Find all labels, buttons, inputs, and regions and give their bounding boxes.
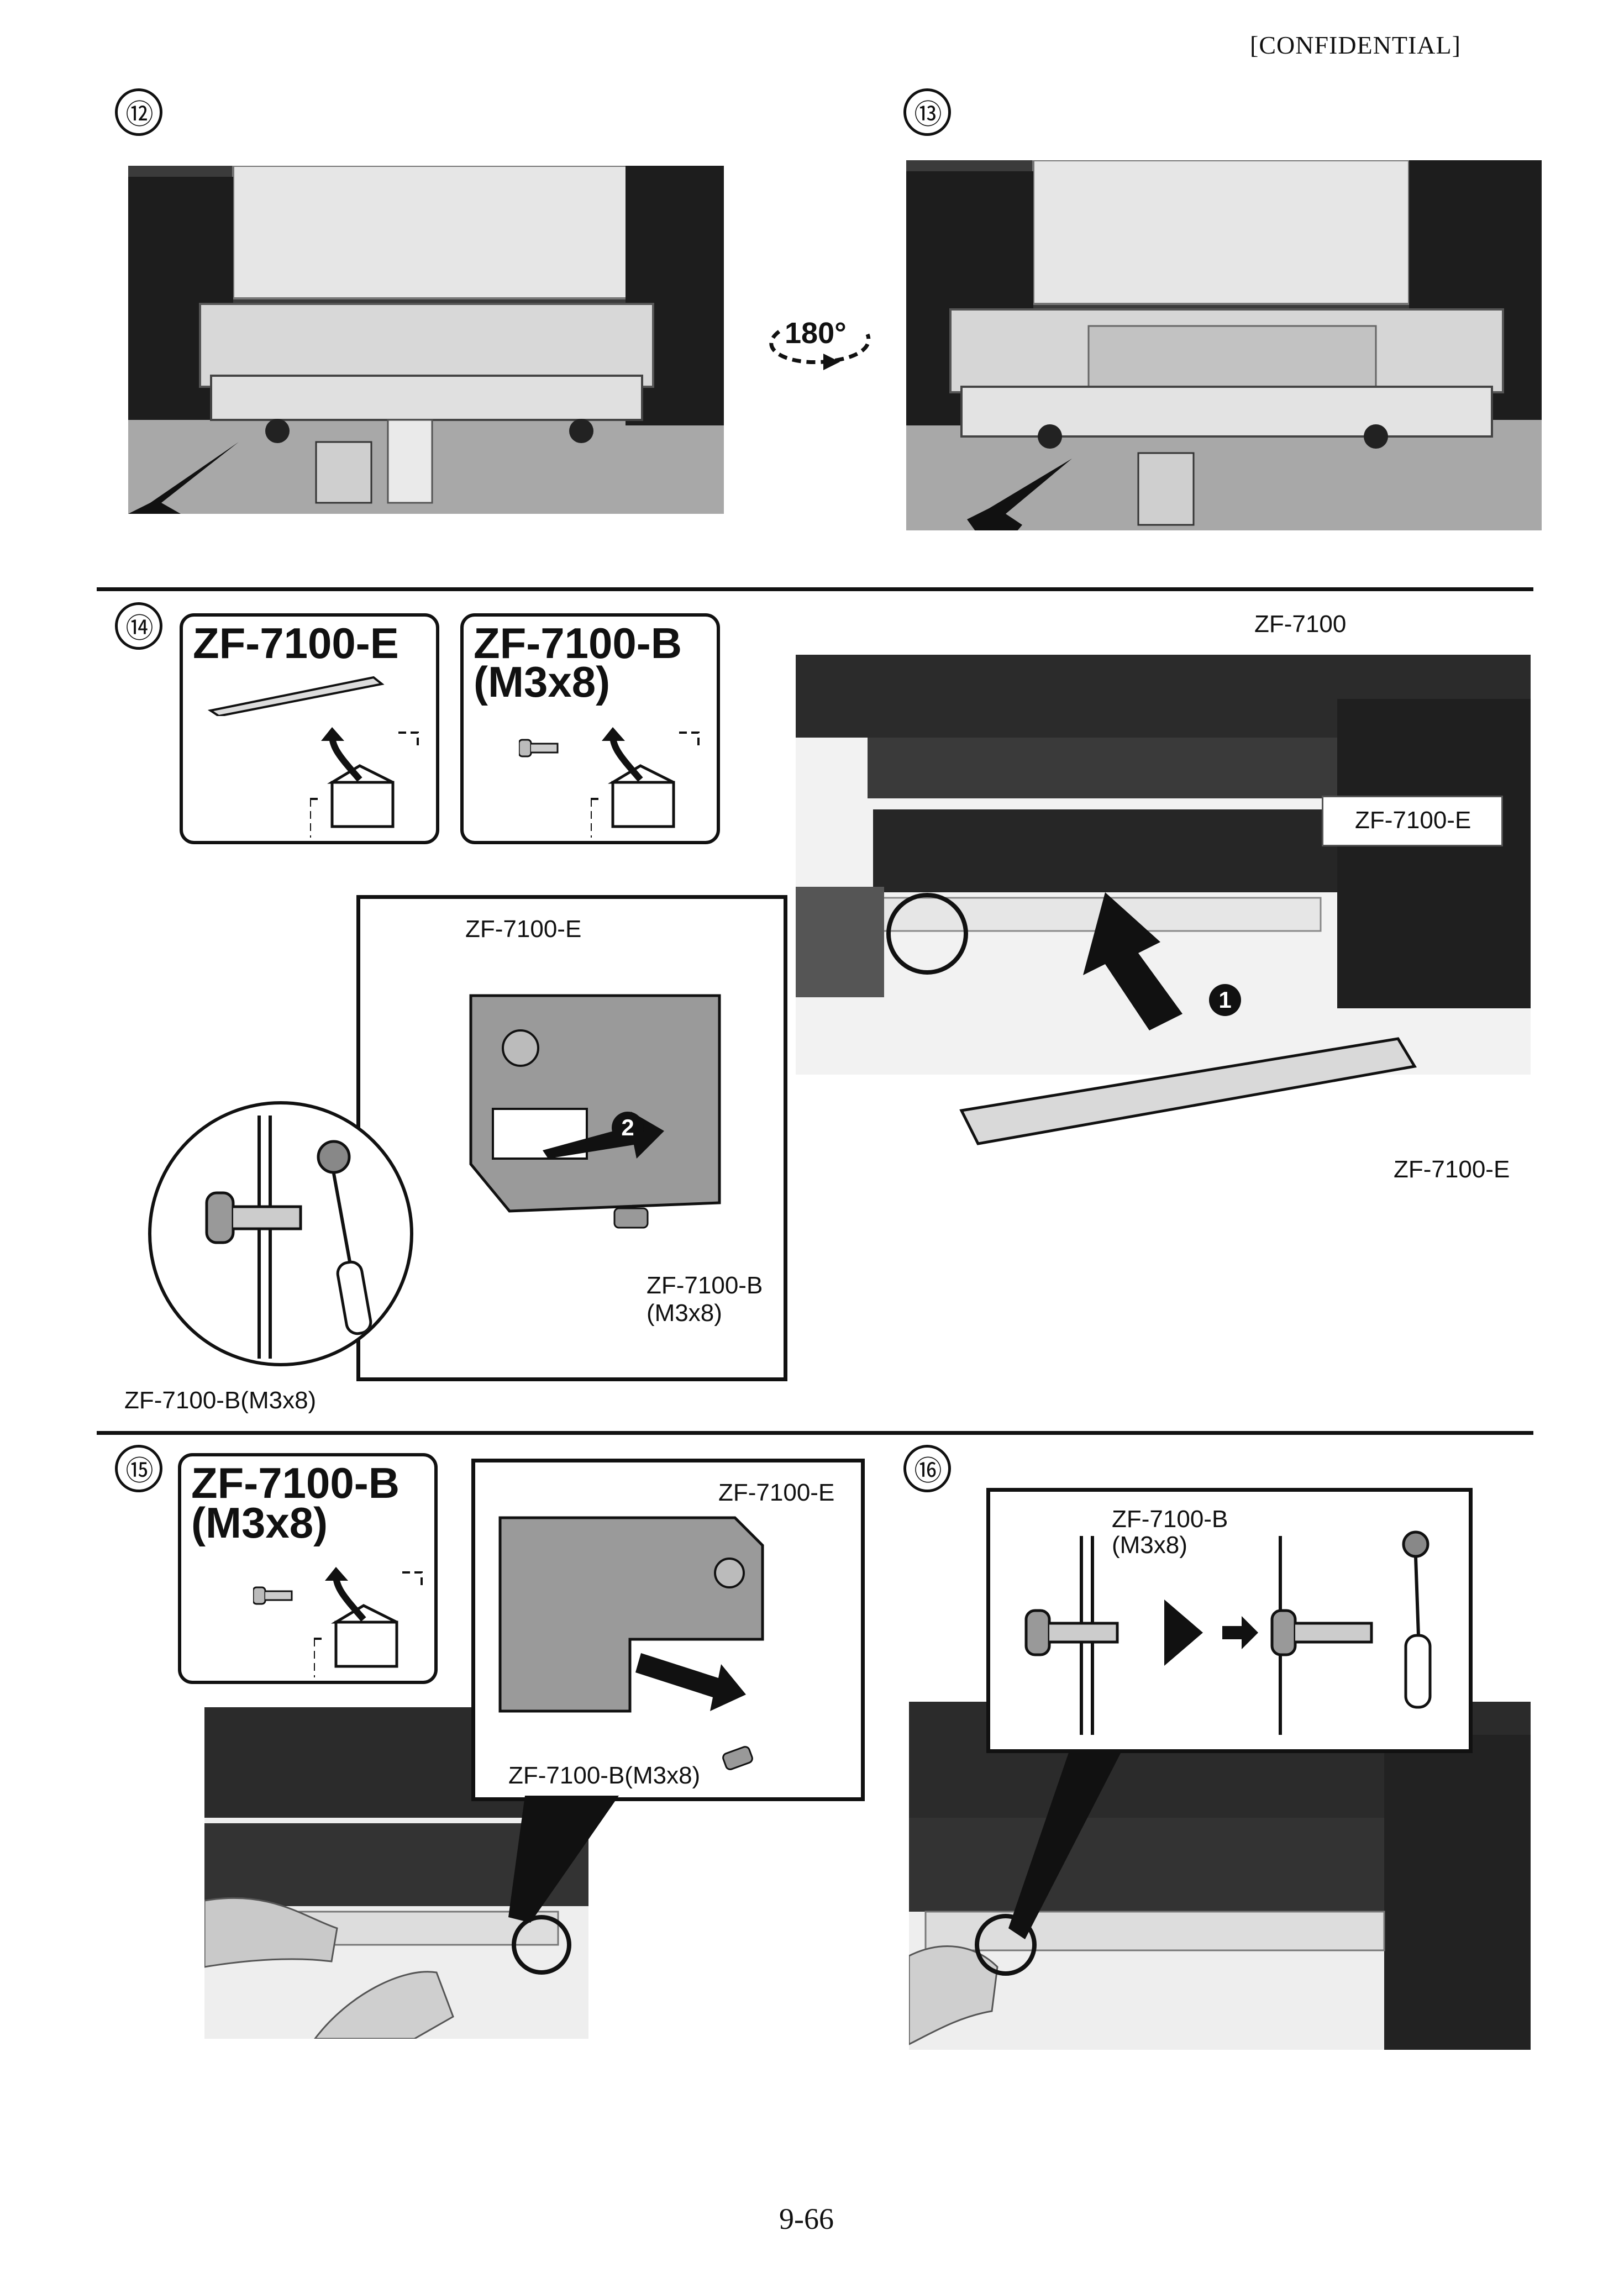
- step-number-15: ⑮: [115, 1445, 162, 1492]
- label-zf-7100: ZF-7100: [1254, 611, 1347, 638]
- part-box-zf-7100-e: ZF-7100-E: [180, 613, 439, 844]
- page-number: 9-66: [779, 2202, 834, 2235]
- part-box-title-line2: (M3x8): [191, 1498, 328, 1547]
- detail-label-screw-2: (M3x8): [647, 1299, 722, 1327]
- part-box-title-line1: ZF-7100-B: [191, 1459, 400, 1507]
- photo-step-14-machine: [796, 655, 1531, 1075]
- detail-frame-step-16: ZF-7100-B (M3x8): [986, 1488, 1473, 1753]
- section-divider-2: [97, 1431, 1533, 1435]
- step-number-14: ⑭: [115, 602, 162, 650]
- label-rail-bottom: ZF-7100-E: [1394, 1156, 1510, 1183]
- photo-step-12: [128, 166, 724, 514]
- part-box-zf-7100-b: ZF-7100-B (M3x8): [460, 613, 720, 844]
- detail-label-screw-1: ZF-7100-B: [1112, 1506, 1228, 1533]
- callout-pointer: [1008, 1735, 1130, 1939]
- step-number-16: ⑯: [903, 1445, 951, 1492]
- screw-part-icon: [253, 1586, 293, 1605]
- detail-label-screw-2: (M3x8): [1112, 1532, 1187, 1559]
- detail-label-screw: ZF-7100-B(M3x8): [508, 1762, 701, 1789]
- detail-label-zf-7100-e: ZF-7100-E: [465, 916, 582, 943]
- label-circle-zf-7100-b: ZF-7100-B(M3x8): [124, 1387, 317, 1414]
- rotate-180-arrow-icon: [757, 309, 884, 376]
- label-rail-zf-7100-e: ZF-7100-E: [1355, 807, 1471, 834]
- box-open-icon: [314, 1567, 423, 1677]
- step-marker-1: 1: [1209, 984, 1241, 1016]
- callout-pointer: [508, 1796, 619, 1923]
- detail-frame-step-15: ZF-7100-E ZF-7100-B(M3x8): [471, 1459, 865, 1801]
- screw-part-icon: [519, 739, 559, 757]
- magnified-screw-circle: [148, 1101, 413, 1366]
- rail-part-icon: [208, 676, 385, 716]
- detail-label-zf-7100-e: ZF-7100-E: [718, 1479, 835, 1506]
- part-box-title: ZF-7100-E: [193, 619, 399, 667]
- step-number-12: ⑫: [115, 88, 162, 136]
- section-divider-1: [97, 587, 1533, 591]
- photo-step-13: [906, 160, 1542, 530]
- detail-frame-step-14: ZF-7100-E 2 ZF-7100-B (M3x8): [356, 895, 787, 1381]
- box-open-icon: [591, 727, 700, 838]
- detail-label-screw-1: ZF-7100-B: [647, 1272, 763, 1299]
- rail-part-photo: [956, 1033, 1426, 1155]
- part-box-title-line2: (M3x8): [474, 657, 611, 706]
- box-open-icon: [310, 727, 419, 838]
- rotation-label: 180°: [785, 317, 847, 350]
- step-marker-2: 2: [612, 1112, 644, 1144]
- photo-step-16: [909, 1702, 1531, 2050]
- part-box-step-15: ZF-7100-B (M3x8): [178, 1453, 438, 1684]
- part-box-title-line1: ZF-7100-B: [474, 619, 682, 667]
- step-number-13: ⑬: [903, 88, 951, 136]
- label-box-zf-7100-e: [1322, 796, 1503, 846]
- confidential-header: [CONFIDENTIAL]: [1250, 31, 1461, 59]
